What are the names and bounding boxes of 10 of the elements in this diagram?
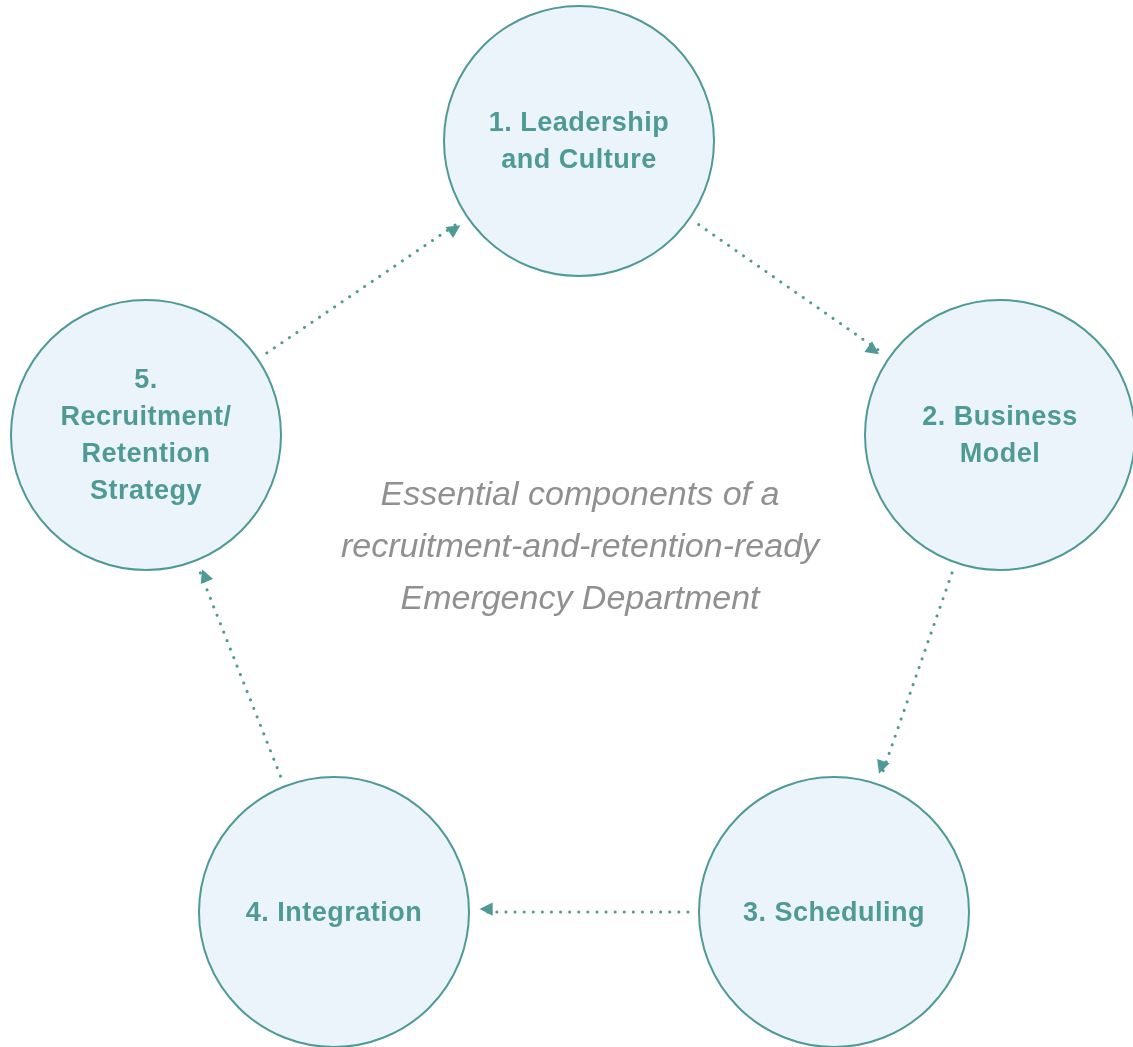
node-label: 2. Business Model	[921, 400, 1079, 470]
node-label: 3. Scheduling	[742, 895, 926, 929]
dotted-arrow	[198, 569, 282, 778]
dotted-arrow	[877, 571, 954, 776]
dotted-arrow	[478, 902, 690, 916]
node-label: 4. Integration	[244, 895, 424, 929]
node-label: 1. Leadership and Culture	[487, 106, 671, 176]
node-label: 5. Recruitment/ Retention Strategy	[59, 363, 233, 507]
center-caption: Essential components of a recruitment-and-retention-ready Emergency Department	[339, 473, 822, 618]
dotted-arrow	[697, 223, 882, 355]
